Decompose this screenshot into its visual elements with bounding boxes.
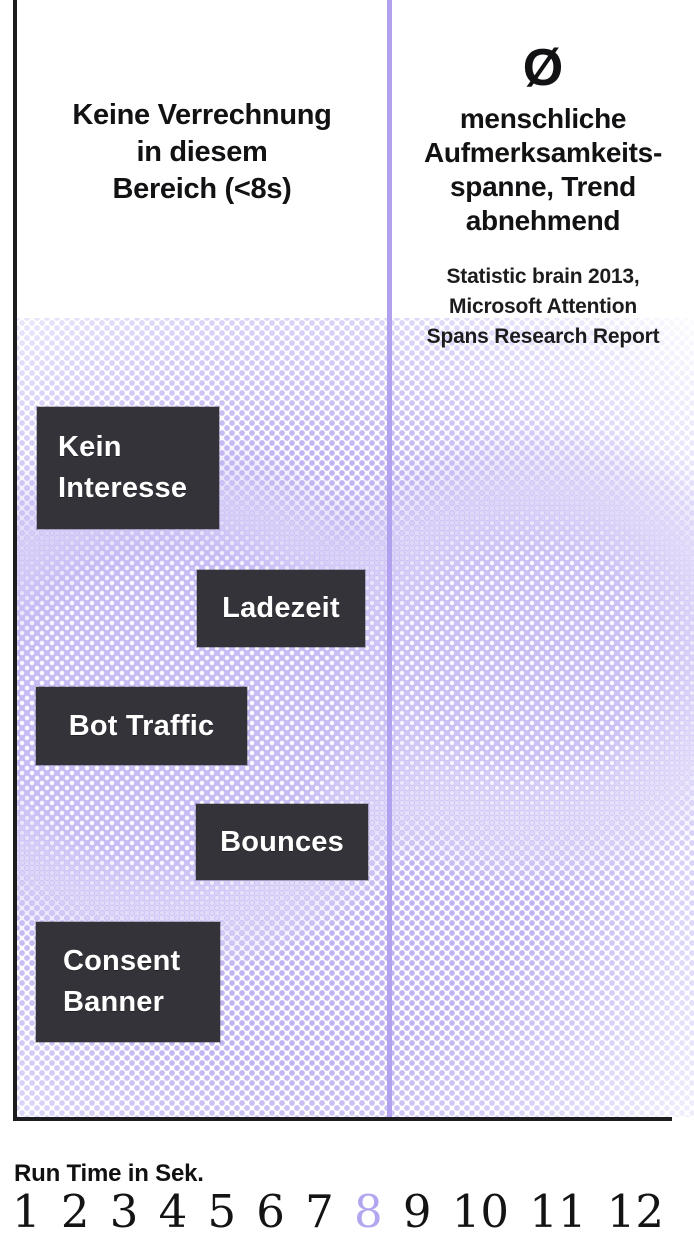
right-zone-title: menschliche Aufmerksamkeits- spanne, Tre…: [392, 102, 694, 238]
tick-4: 4: [158, 1185, 188, 1238]
x-axis-border: [13, 1117, 672, 1121]
label-line: Bot Traffic: [68, 709, 215, 742]
left-zone-title-line: in diesem: [136, 136, 268, 168]
tick-11: 11: [529, 1185, 587, 1238]
label-box-ladezeit: Ladezeit: [197, 570, 365, 647]
y-axis-border: [13, 0, 17, 1121]
label-box-bounces: Bounces: [196, 804, 368, 880]
label-line: Interesse: [58, 472, 188, 504]
label-box-bot-traffic: Bot Traffic: [36, 687, 247, 765]
average-symbol: Ø: [522, 39, 564, 97]
label-line: Ladezeit: [222, 592, 340, 624]
left-zone-title-line: Keine Verrechnung: [72, 99, 332, 131]
chart-area: Keine Verrechnung in diesem Bereich (<8s…: [13, 0, 694, 1121]
source-note-line: Spans Research Report: [426, 325, 660, 348]
right-zone-title-line: spanne, Trend: [450, 171, 636, 202]
source-note: Statistic brain 2013, Microsoft Attentio…: [392, 262, 694, 352]
source-note-line: Microsoft Attention: [449, 295, 637, 318]
tick-1: 1: [12, 1185, 41, 1238]
label-line: Bounces: [220, 825, 344, 858]
tick-2: 2: [60, 1185, 90, 1238]
source-note-line: Statistic brain 2013,: [446, 265, 640, 288]
threshold-line-8s: [387, 0, 392, 1117]
label-line: Kein: [58, 431, 122, 463]
label-box-kein-interesse: Kein Interesse: [37, 407, 219, 529]
left-zone-title: Keine Verrechnung in diesem Bereich (<8s…: [17, 97, 387, 208]
label-line: Banner: [63, 986, 165, 1018]
right-zone-title-line: Aufmerksamkeits-: [424, 137, 662, 168]
tick-6: 6: [256, 1185, 285, 1238]
x-axis-title: Run Time in Sek.: [14, 1160, 204, 1187]
tick-9: 9: [402, 1185, 432, 1238]
tick-12: 12: [606, 1185, 664, 1238]
tick-3: 3: [109, 1185, 139, 1238]
right-zone-title-line: menschliche: [459, 103, 627, 134]
tick-10: 10: [451, 1185, 509, 1238]
right-zone-title-line: abnehmend: [465, 205, 621, 236]
label-box-consent-banner: Consent Banner: [36, 922, 220, 1042]
tick-8-highlighted: 8: [354, 1185, 383, 1238]
label-line: Consent: [63, 945, 181, 977]
tick-7: 7: [305, 1185, 334, 1238]
right-zone-header: Ø menschliche Aufmerksamkeits- spanne, T…: [392, 40, 694, 352]
left-zone-title-line: Bereich (<8s): [112, 173, 292, 205]
tick-5: 5: [207, 1185, 237, 1238]
x-axis-ticks: 1 2 3 4 5 6 7 8 9 10 11 12: [12, 1188, 664, 1236]
